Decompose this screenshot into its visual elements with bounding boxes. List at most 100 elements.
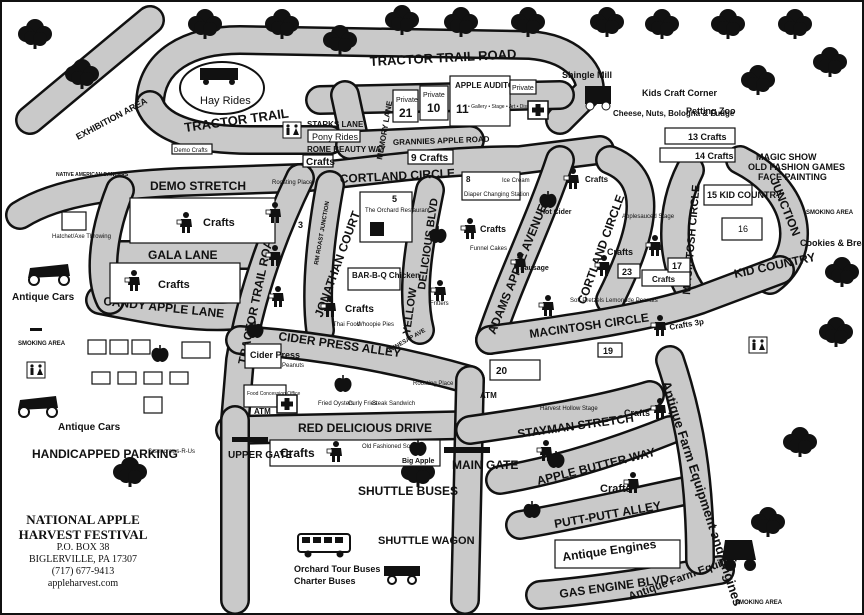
crafts-label: Crafts <box>480 224 506 234</box>
kid-country-15-label: 15 KID COUNTRY <box>707 190 782 200</box>
cheese-nuts-label: Cheese, Nuts, Bologna & Fudge <box>613 109 735 118</box>
hay-rides-label: Hay Rides <box>200 95 251 107</box>
private-booths: Private 21 Private 10 APPLE AUDITORIUM 1… <box>392 75 549 127</box>
cider-press-area: Cider Press Peanuts Food Concession Offi… <box>243 321 454 416</box>
shuttle-buses-label: SHUTTLE BUSES <box>358 484 458 498</box>
hay-rides-area: Hay Rides <box>179 61 265 115</box>
tree-icon <box>590 7 624 37</box>
pony-rides-label: Pony Rides <box>312 132 359 142</box>
bar-b-q-label: BAR-B-Q Chicken <box>352 271 420 280</box>
private-label: Private <box>423 92 445 99</box>
tractor-trail-road-crafts: 3 <box>265 201 303 308</box>
fried-oysters-label: Fried Oysters <box>318 401 354 407</box>
tree-icon <box>18 19 52 49</box>
tree-icon <box>825 257 859 287</box>
booth-3: 3 <box>298 220 303 230</box>
ice-cream-label: Ice Cream <box>502 178 530 184</box>
demo-crafts-label: Demo Crafts <box>174 148 208 154</box>
diaper-station-label: Diaper Changing Station <box>464 192 529 198</box>
shingle-mill: Shingle Mill <box>562 70 612 111</box>
crafter-figure-icon <box>538 294 555 317</box>
kids-craft-corner-label: Kids Craft Corner <box>642 88 718 98</box>
festival-contact-block: NATIONAL APPLE HARVEST FESTIVAL P.O. BOX… <box>8 512 158 590</box>
sausage-label: Sausage <box>520 265 549 272</box>
private-label: Private <box>396 97 418 104</box>
street-rome-beauty-way: ROME BEAUTY WAY <box>307 145 386 154</box>
orchard-tour-bus: Orchard Tour Buses Charter Buses <box>294 533 380 586</box>
whoopie-pies-label: Whoopie Pies <box>357 322 394 328</box>
tree-icon <box>813 47 847 77</box>
charter-buses-label: Charter Buses <box>294 576 356 586</box>
crafts-13-label: 13 Crafts <box>688 132 727 142</box>
roosting-place-label: Roosting Place <box>272 180 313 186</box>
private-10: 10 <box>427 101 441 115</box>
smoking-area-left: SMOKING AREA <box>18 328 66 347</box>
antique-cars-top: Antique Cars <box>12 264 75 303</box>
crafts-label: Crafts <box>585 175 609 184</box>
smoking-icon <box>30 328 42 331</box>
atm-label: ATM <box>254 407 271 416</box>
orchard-restaurant-label: The Orchard Restaurant <box>365 208 430 214</box>
tree-icon <box>778 9 812 39</box>
crafts-13-14: 13 Crafts 14 Crafts <box>659 127 736 163</box>
apple-icon <box>523 501 541 518</box>
street-demo-stretch: DEMO STRETCH <box>150 179 246 193</box>
demo-crafts: Demo Crafts <box>171 143 213 155</box>
booth-17: 17 <box>672 261 682 271</box>
private-label: Private <box>512 85 534 92</box>
scarecrows-label: Scarecrows-R-Us <box>148 449 195 455</box>
restaurant-5: 5 <box>392 194 397 204</box>
festival-name-line2: HARVEST FESTIVAL <box>18 527 148 542</box>
booth-16: 16 <box>738 224 748 234</box>
red-delicious-drive-area: Crafts Old Fashioned Soda Big Apple <box>269 439 441 467</box>
private-21: 21 <box>399 106 413 120</box>
crafter-figure-icon <box>460 217 477 240</box>
antique-cars-bottom: Antique Cars <box>18 396 121 433</box>
handicapped-parking-label: HANDICAPPED PARKING <box>32 447 178 461</box>
first-aid-icon <box>527 100 549 120</box>
diaper-station: 8 Diaper Changing Station Ice Cream <box>461 171 530 201</box>
main-gate: MAIN GATE <box>444 447 518 472</box>
first-aid-icon <box>276 394 298 414</box>
upper-gate: UPPER GATE <box>228 437 293 461</box>
antique-cars-label: Antique Cars <box>58 422 121 433</box>
delicious-blvd-crafts: Crafts Funnel Cakes Fritters <box>429 217 507 307</box>
atm-label: ATM <box>480 391 497 400</box>
auditorium-detail: • Gallery • Stage • Art • Displays <box>468 104 539 110</box>
festival-city: BIGLERVILLE, PA 17307 <box>29 554 137 565</box>
street-starks-lane: STARKS LANE <box>307 120 364 129</box>
native-american-label: NATIVE AMERICAN DANCERS <box>56 172 129 178</box>
adams-apple-area: Crafts Hot Cider Sausage <box>510 167 609 317</box>
shingle-mill-label: Shingle Mill <box>562 70 612 80</box>
crafts-9-label: 9 Crafts <box>411 153 449 164</box>
pony-rides: Pony Rides <box>307 129 361 143</box>
crafts-14-label: 14 Crafts <box>695 151 734 161</box>
crafter-figure-icon <box>430 279 447 302</box>
diaper-8: 8 <box>466 175 471 184</box>
antique-cars-label: Antique Cars <box>12 292 75 303</box>
harvest-hollow-stage-label: Harvest Hollow Stage <box>540 406 598 412</box>
food-booths-left <box>87 339 211 414</box>
smoking-area-bottom: SMOKING AREA <box>735 600 783 606</box>
crafts-label: Crafts <box>158 279 190 291</box>
face-painting-label: FACE PAINTING <box>758 172 827 182</box>
smoking-area-label: SMOKING AREA <box>18 341 66 347</box>
festival-website[interactable]: appleharvest.com <box>47 578 119 589</box>
steak-sandwich-label: Steak Sandwich <box>372 401 415 407</box>
festival-po-box: P.O. BOX 38 <box>56 542 110 553</box>
tree-icon <box>819 317 853 347</box>
crafts-demo-stretch: Crafts <box>129 197 276 244</box>
big-apple-label: Big Apple <box>402 458 435 465</box>
hatchet-throwing-label: Hatchet/Axe Throwing <box>52 234 111 240</box>
fritters-label: Fritters <box>430 301 449 307</box>
thai-food-label: Thai Food <box>333 322 360 328</box>
crafts-label: Crafts <box>306 157 335 168</box>
restroom-icon <box>748 336 768 354</box>
road-network <box>5 5 809 615</box>
food-concession-label: Food Concession Office <box>247 391 300 397</box>
petting-zoo-label: Petting Zoo <box>686 106 736 116</box>
apple-icon <box>151 345 169 362</box>
private-11: 11 <box>456 102 469 116</box>
